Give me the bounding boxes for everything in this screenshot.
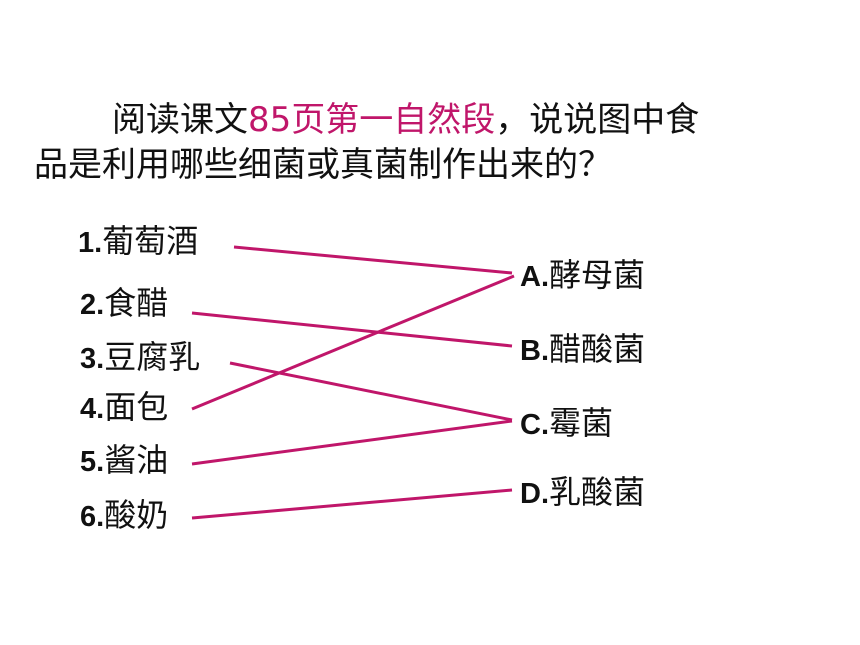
food-item-1: 1.葡萄酒 bbox=[78, 225, 198, 258]
microbe-item-c: C.霉菌 bbox=[520, 407, 613, 440]
food-item-3: 3.豆腐乳 bbox=[80, 341, 200, 374]
food-item-2: 2.食醋 bbox=[80, 287, 168, 320]
food-item-6: 6.酸奶 bbox=[80, 499, 168, 532]
question-text: 阅读课文85页第一自然段，说说图中食 品是利用哪些细菌或真菌制作出来的？ bbox=[0, 0, 860, 200]
food-name-1: 葡萄酒 bbox=[102, 222, 199, 260]
food-number-1: 1. bbox=[78, 227, 103, 259]
microbe-name-d: 乳酸菌 bbox=[549, 473, 646, 511]
food-name-3: 豆腐乳 bbox=[104, 338, 201, 376]
food-name-2: 食醋 bbox=[104, 284, 169, 322]
microbe-name-c: 霉菌 bbox=[549, 404, 614, 442]
food-number-5: 5. bbox=[80, 446, 105, 478]
microbe-name-a: 酵母菌 bbox=[549, 256, 646, 294]
microbe-item-b: B.醋酸菌 bbox=[520, 333, 645, 366]
food-name-5: 酱油 bbox=[104, 441, 169, 479]
food-name-6: 酸奶 bbox=[104, 496, 169, 534]
microbe-letter-b: B. bbox=[520, 335, 549, 367]
match-line-1 bbox=[233, 245, 513, 275]
question-line-1-end: ，说说图中食 bbox=[495, 100, 700, 140]
question-line-1-start: 阅读课文 bbox=[112, 100, 248, 140]
food-number-3: 3. bbox=[80, 343, 105, 375]
microbe-letter-c: C. bbox=[520, 409, 549, 441]
question-line-1: 阅读课文85页第一自然段，说说图中食 bbox=[112, 103, 699, 137]
match-line-4 bbox=[191, 274, 515, 411]
food-number-4: 4. bbox=[80, 393, 105, 425]
microbe-item-d: D.乳酸菌 bbox=[520, 476, 645, 509]
food-number-2: 2. bbox=[80, 289, 105, 321]
food-name-4: 面包 bbox=[104, 388, 169, 426]
match-line-2 bbox=[191, 311, 513, 348]
food-item-5: 5.酱油 bbox=[80, 444, 168, 477]
food-number-6: 6. bbox=[80, 501, 105, 533]
microbe-name-b: 醋酸菌 bbox=[549, 330, 646, 368]
match-line-3 bbox=[229, 361, 513, 422]
page-reference: 85页第一自然段 bbox=[248, 100, 496, 140]
match-line-5 bbox=[191, 419, 513, 466]
question-line-2: 品是利用哪些细菌或真菌制作出来的？ bbox=[34, 145, 612, 185]
microbe-item-a: A.酵母菌 bbox=[520, 259, 645, 292]
food-item-4: 4.面包 bbox=[80, 391, 168, 424]
microbe-letter-a: A. bbox=[520, 261, 549, 293]
match-line-6 bbox=[191, 488, 513, 520]
microbe-letter-d: D. bbox=[520, 478, 549, 510]
